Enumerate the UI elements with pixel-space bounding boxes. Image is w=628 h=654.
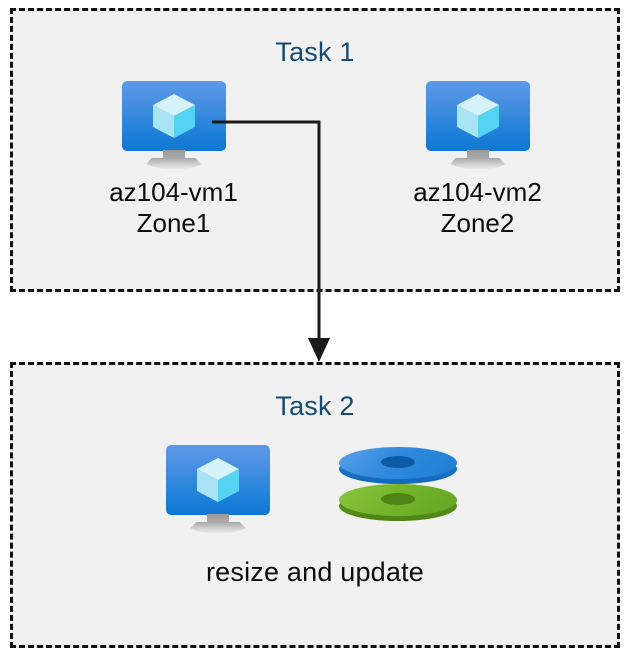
- node-vm-resize[interactable]: [158, 445, 278, 533]
- monitor-screen: [121, 81, 226, 151]
- monitor-screen: [425, 81, 530, 151]
- disk-blue-hole: [381, 456, 415, 468]
- disk-green-hole: [381, 493, 415, 505]
- disks-icon: [339, 447, 457, 539]
- monitor-stand: [186, 514, 250, 533]
- task2-caption: resize and update: [205, 557, 425, 587]
- disk-blue-face: [339, 447, 457, 479]
- cube-glyph: [152, 94, 195, 138]
- cube-glyph: [197, 458, 239, 502]
- node-disks[interactable]: [333, 447, 463, 539]
- monitor-base: [186, 522, 250, 533]
- task1-title: Task 1: [275, 37, 355, 67]
- disk-green-face: [339, 484, 457, 516]
- disk-blue: [339, 447, 457, 491]
- virtual-machine-icon: [121, 81, 226, 169]
- monitor-screen: [166, 445, 270, 515]
- monitor-base: [445, 158, 510, 169]
- node-label-az104-vm1: az104-vm1 Zone1: [109, 177, 238, 238]
- node-az104-vm1[interactable]: az104-vm1 Zone1: [66, 81, 281, 238]
- cube-glyph: [456, 94, 499, 138]
- disk-green: [339, 484, 457, 528]
- task2-container: Task 2: [10, 362, 620, 648]
- monitor-stand: [141, 150, 206, 169]
- monitor-stand: [445, 150, 510, 169]
- task2-title: Task 2: [275, 391, 355, 421]
- virtual-machine-icon: [425, 81, 530, 169]
- virtual-machine-icon: [166, 445, 270, 533]
- task1-container: Task 1 az104-vm1 Zone1: [10, 8, 620, 292]
- down-arrow-icon: [308, 338, 330, 362]
- node-label-az104-vm2: az104-vm2 Zone2: [413, 177, 542, 238]
- node-az104-vm2[interactable]: az104-vm2 Zone2: [370, 81, 585, 238]
- monitor-base: [141, 158, 206, 169]
